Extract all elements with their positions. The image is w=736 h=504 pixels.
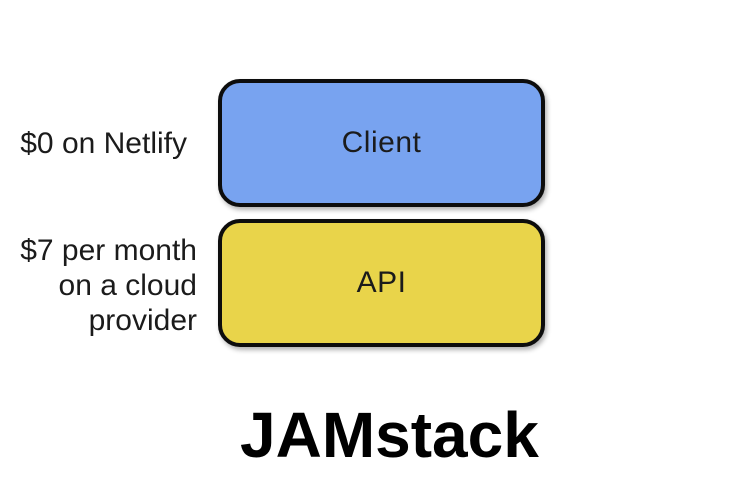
api-box-label: API [356, 266, 407, 299]
client-cost-annotation: $0 on Netlify [20, 127, 187, 160]
client-box: Client [218, 79, 545, 207]
slide-title: JAMstack [240, 399, 539, 471]
api-cost-annotation: $7 per month on a cloud provider [20, 234, 197, 337]
api-box: API [218, 219, 545, 347]
client-box-label: Client [341, 126, 422, 159]
